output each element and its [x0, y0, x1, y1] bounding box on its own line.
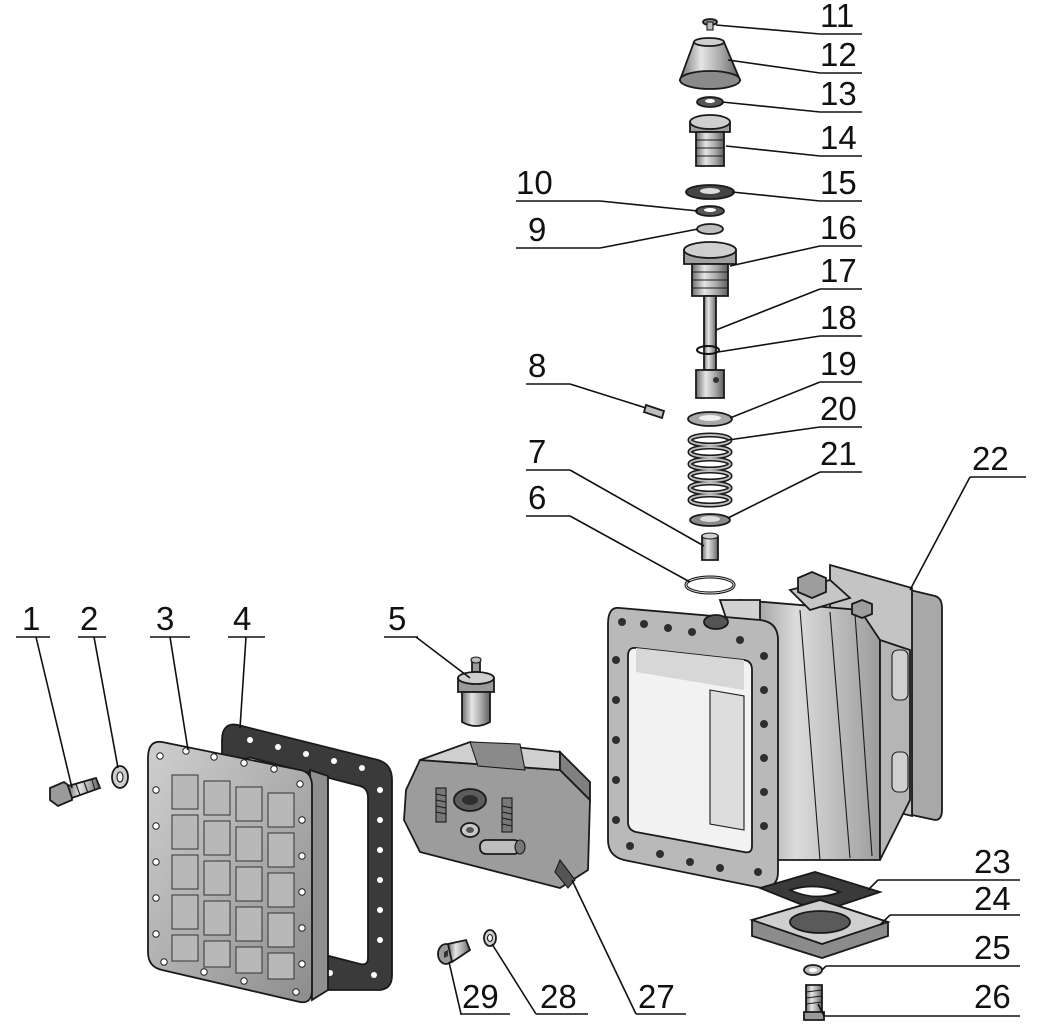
callout-21: 21 — [820, 435, 857, 472]
callout-8: 8 — [528, 347, 546, 384]
part-19-washer — [687, 411, 733, 427]
part-17-rod — [703, 295, 717, 371]
part-14-bushing — [689, 114, 731, 167]
part-5-sensor — [457, 656, 495, 727]
part-18-clip — [696, 345, 720, 355]
callout-19: 19 — [820, 345, 857, 382]
callout-26: 26 — [974, 978, 1011, 1015]
part-25-washer — [803, 964, 823, 976]
part-2-washer — [111, 765, 129, 789]
leader-lines — [16, 24, 1026, 1017]
callout-17: 17 — [820, 252, 857, 289]
part-12-cap — [678, 37, 742, 90]
part-22-housing — [607, 563, 943, 889]
part-7-piston-upper — [695, 369, 725, 399]
part-24-flange — [749, 899, 891, 959]
part-23-gasket — [757, 871, 883, 913]
part-26-bolt — [803, 984, 825, 1021]
part-1-bolt — [49, 776, 102, 808]
part-9-ring — [696, 223, 724, 235]
callout-13: 13 — [820, 75, 857, 112]
callout-3: 3 — [156, 600, 174, 637]
part-20-spring — [687, 432, 733, 508]
callout-4: 4 — [233, 600, 251, 637]
callout-9: 9 — [528, 211, 546, 248]
callout-18: 18 — [820, 299, 857, 336]
callout-15: 15 — [820, 164, 857, 201]
part-6-oring — [684, 575, 736, 595]
callout-20: 20 — [820, 390, 857, 427]
callout-5: 5 — [388, 600, 406, 637]
part-3-cover-plate — [147, 740, 329, 1004]
callout-29: 29 — [462, 978, 499, 1015]
callout-11: 11 — [820, 0, 854, 34]
part-10-ring — [695, 205, 725, 217]
callout-labels: 1 2 3 4 5 6 7 8 9 10 11 12 13 14 15 16 1… — [22, 0, 1011, 1015]
part-21-washer — [689, 513, 731, 527]
callout-25: 25 — [974, 929, 1011, 966]
callout-22: 22 — [972, 440, 1009, 477]
callout-2: 2 — [80, 600, 98, 637]
part-28-washer — [483, 929, 497, 947]
part-29-screw — [437, 938, 472, 965]
part-13-nut — [696, 96, 724, 108]
callout-1: 1 — [22, 600, 40, 637]
callout-28: 28 — [540, 978, 577, 1015]
part-11-screw — [702, 18, 718, 31]
part-27-shift-block — [403, 741, 591, 889]
callout-7: 7 — [528, 433, 546, 470]
part-16-bushing — [683, 241, 737, 297]
callout-10: 10 — [516, 164, 553, 201]
callout-27: 27 — [638, 978, 675, 1015]
part-8-pin — [642, 403, 666, 420]
part-7-valve — [701, 532, 719, 561]
callout-23: 23 — [974, 843, 1011, 880]
part-15-washer — [685, 184, 735, 200]
callout-6: 6 — [528, 479, 546, 516]
callout-12: 12 — [820, 36, 857, 73]
callout-24: 24 — [974, 880, 1011, 917]
callout-16: 16 — [820, 209, 857, 246]
callout-14: 14 — [820, 119, 857, 156]
